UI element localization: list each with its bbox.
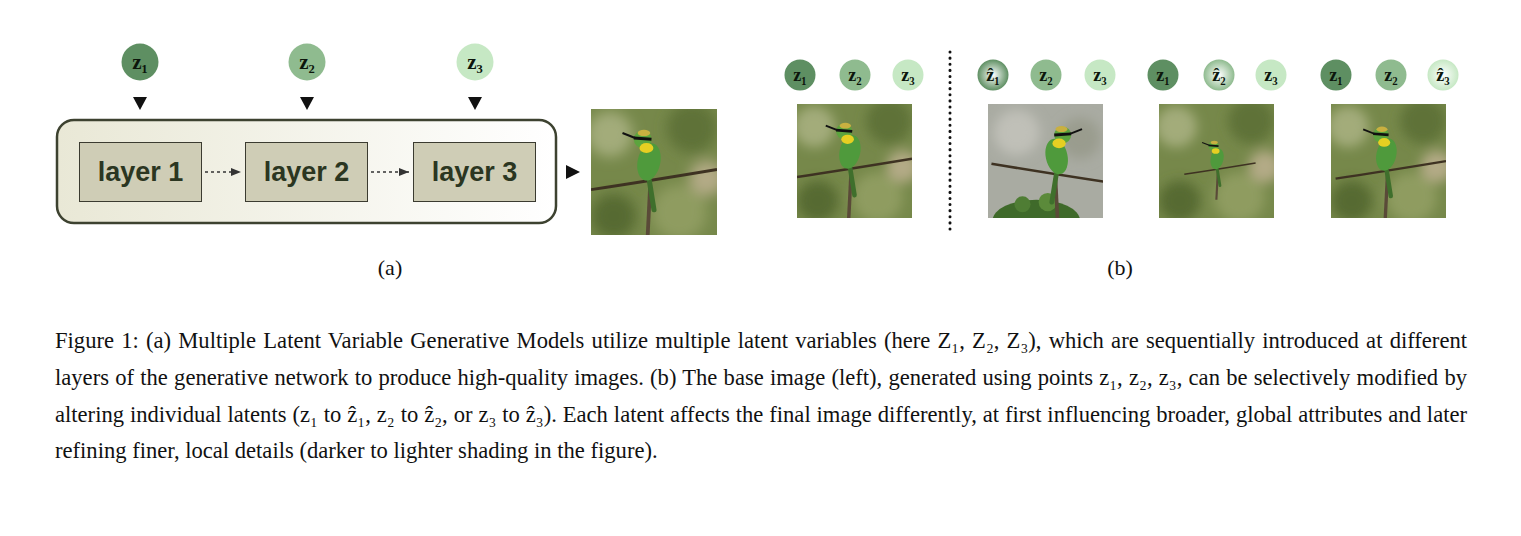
latent-circle: z₃ <box>892 59 924 91</box>
latent-circle: z₁ <box>1147 59 1179 91</box>
latent-circle: z₂ <box>288 43 326 81</box>
latent-label: z₂ <box>1384 65 1397 86</box>
dashed-arrow <box>205 171 241 173</box>
latent-circle: z₂ <box>1375 59 1407 91</box>
latent-circle: z₁ <box>121 43 159 81</box>
latent-disc <box>785 60 816 91</box>
bird-photo <box>1156 98 1281 222</box>
latent-label: z₂ <box>299 50 315 75</box>
latent-label: z₃ <box>901 65 914 86</box>
latent-circle: z₃ <box>1255 59 1287 91</box>
latent-label: z₁ <box>793 65 806 86</box>
latent-disc <box>289 44 326 81</box>
latent-circle: z₂ <box>1030 59 1062 91</box>
latent-circle: z₂ <box>839 59 871 91</box>
input-arrowhead <box>300 97 314 110</box>
latent-disc <box>1256 60 1287 91</box>
latent-circle: ẑ₃ <box>1427 59 1459 91</box>
layer-label: layer 3 <box>432 157 518 188</box>
latent-disc <box>1204 60 1235 91</box>
latent-label: z₃ <box>467 50 483 75</box>
latent-circle: z₃ <box>456 43 494 81</box>
dotted-separator <box>949 52 952 232</box>
bird-photo <box>988 104 1112 241</box>
panel-label: (b) <box>1107 255 1133 281</box>
latent-label: ẑ₂ <box>1212 65 1225 86</box>
latent-circle: z₁ <box>784 59 816 91</box>
latent-label: z₁ <box>1156 65 1169 86</box>
latent-label: ẑ₁ <box>986 65 999 86</box>
figure-caption: Figure 1: (a) Multiple Latent Variable G… <box>55 323 1467 470</box>
latent-disc <box>1428 60 1459 91</box>
latent-label: z₃ <box>1093 65 1106 86</box>
latent-disc <box>1031 60 1062 91</box>
layer-box: layer 1 <box>79 142 202 202</box>
latent-disc <box>1321 60 1352 91</box>
latent-disc <box>122 44 159 81</box>
latent-circle: z₃ <box>1084 59 1116 91</box>
latent-circle: ẑ₁ <box>977 59 1009 91</box>
input-arrowhead <box>468 97 482 110</box>
bird-photo <box>1328 98 1453 222</box>
latent-label: z₂ <box>848 65 861 86</box>
latent-label: z₃ <box>1264 65 1277 86</box>
layer-label: layer 1 <box>98 157 184 188</box>
latent-disc <box>1148 60 1179 91</box>
latent-label: z₁ <box>132 50 148 75</box>
latent-circle: ẑ₂ <box>1203 59 1235 91</box>
latent-label: z₂ <box>1039 65 1052 86</box>
latent-disc <box>1085 60 1116 91</box>
latent-disc <box>840 60 871 91</box>
layer-label: layer 2 <box>264 157 350 188</box>
dashed-arrow <box>371 171 409 173</box>
layer-box: layer 2 <box>245 142 368 202</box>
latent-disc <box>1376 60 1407 91</box>
generator-network-box <box>57 120 556 223</box>
panel-label: (a) <box>378 255 402 281</box>
layer-box: layer 3 <box>413 142 536 202</box>
latent-disc <box>978 60 1009 91</box>
latent-label: z₁ <box>1329 65 1342 86</box>
latent-circle: z₁ <box>1320 59 1352 91</box>
bird-photo <box>587 103 724 240</box>
input-arrowhead <box>133 97 147 110</box>
latent-label: ẑ₃ <box>1436 65 1449 86</box>
latent-disc <box>457 44 494 81</box>
latent-disc <box>893 60 924 91</box>
output-arrowhead <box>566 165 580 179</box>
bird-photo <box>794 98 919 222</box>
